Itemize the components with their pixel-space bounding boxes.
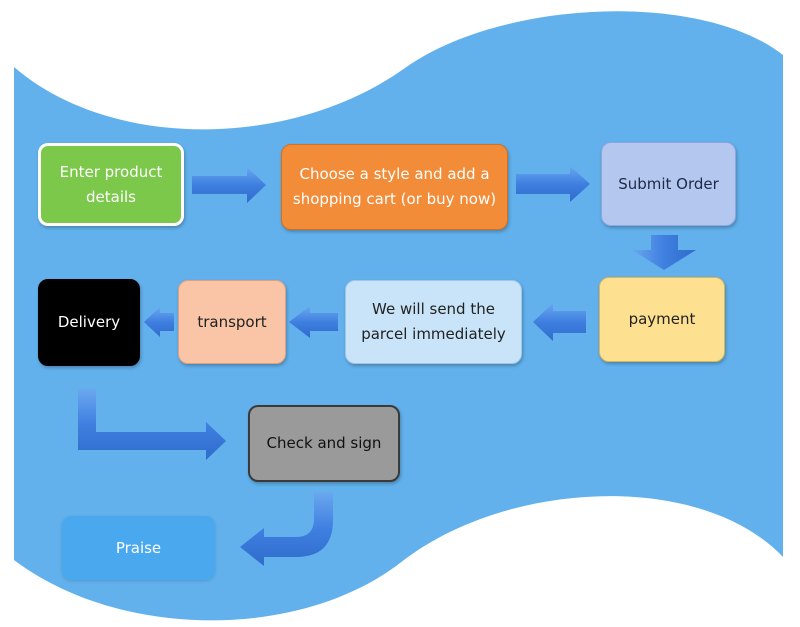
step-submit-order: Submit Order: [601, 142, 736, 226]
step-choose-style-add-cart: Choose a style and add a shopping cart (…: [281, 144, 508, 230]
arrow-bent-to-check: [78, 389, 226, 460]
step-label: Submit Order: [618, 174, 719, 193]
step-label: Enter product details: [59, 162, 163, 206]
step-label: Delivery: [57, 313, 121, 331]
step-praise: Praise: [62, 516, 215, 580]
step-label: transport: [197, 312, 267, 331]
step-payment: payment: [599, 277, 725, 362]
arrow-down: [632, 235, 696, 270]
step-enter-product-details: Enter product details: [38, 143, 184, 226]
step-label: Check and sign: [266, 434, 382, 452]
step-label: Praise: [115, 538, 162, 557]
arrow-left-1: [533, 303, 586, 341]
step-label: We will send the parcel immediately: [361, 300, 506, 343]
step-delivery: Delivery: [38, 279, 140, 366]
arrow-left-2: [289, 306, 338, 338]
arrow-right-2: [516, 166, 590, 202]
arrow-left-3: [144, 307, 174, 337]
step-check-and-sign: Check and sign: [248, 405, 400, 482]
step-label: Choose a style and add a shopping cart (…: [292, 165, 497, 208]
arrow-right-1: [192, 167, 266, 203]
step-label: payment: [628, 310, 696, 328]
arrow-bent-to-praise: [240, 492, 333, 566]
step-send-parcel: We will send the parcel immediately: [345, 280, 522, 364]
step-transport: transport: [178, 280, 286, 364]
